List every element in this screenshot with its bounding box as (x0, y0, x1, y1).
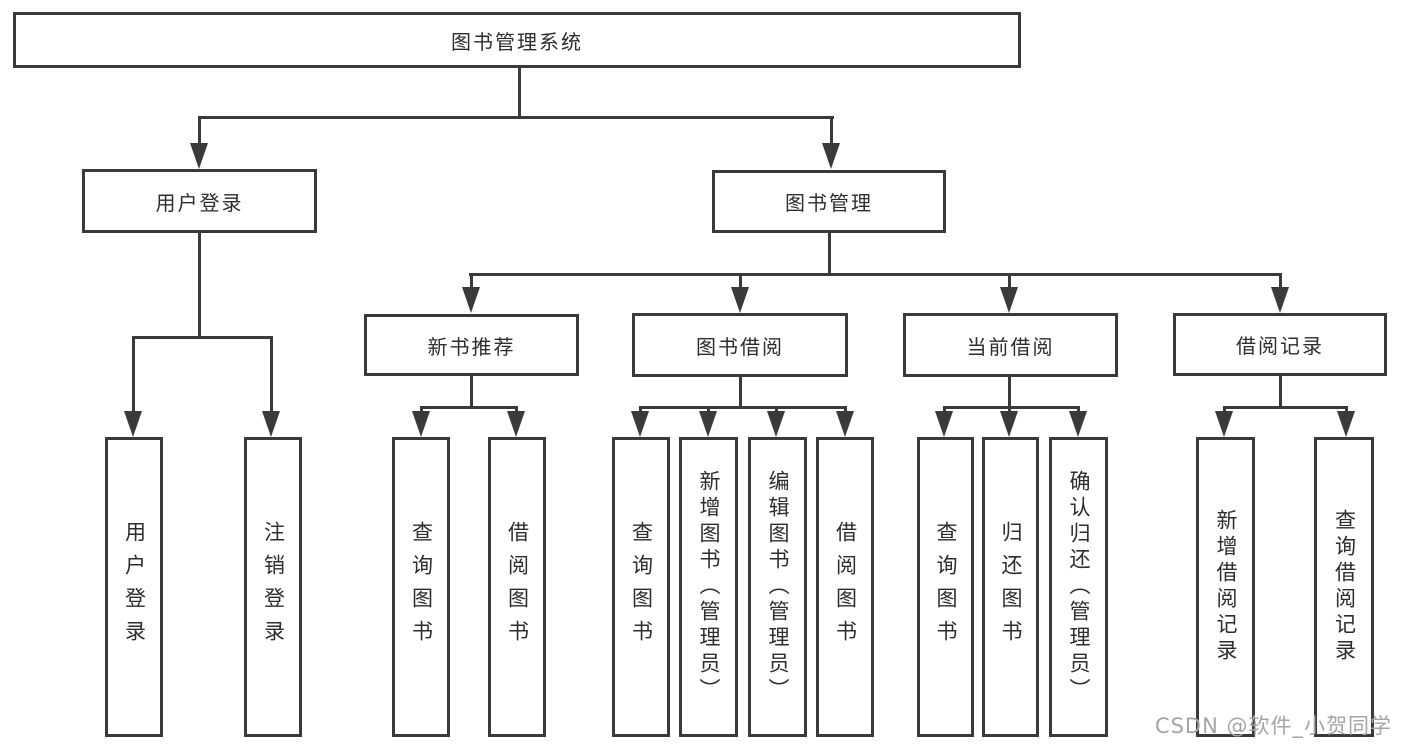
arrow-down-icon (124, 411, 142, 437)
arrow-down-icon (1215, 411, 1233, 437)
connector-line (1077, 406, 1080, 414)
leaf-borrow-books-borrowing: 借阅图书 (816, 437, 874, 737)
connector-line (470, 273, 473, 289)
leaf-add-borrow-record: 新增借阅记录 (1196, 437, 1255, 737)
arrow-down-icon (935, 411, 953, 437)
arrow-down-icon (699, 411, 717, 437)
connector-line (1279, 273, 1282, 289)
arrow-down-icon (822, 143, 840, 169)
connector-line (639, 406, 846, 409)
connector-line (707, 406, 710, 414)
node-label: 新书推荐 (427, 334, 516, 359)
connector-line (1008, 273, 1011, 289)
arrow-down-icon (767, 411, 785, 437)
leaf-label: 用户登录 (122, 521, 147, 653)
node-current-borrowing: 当前借阅 (903, 313, 1118, 377)
leaf-query-borrow-record: 查询借阅记录 (1314, 437, 1374, 737)
connector-line (469, 273, 1282, 276)
connector-line (739, 377, 742, 409)
leaf-edit-book-admin: 编辑图书（管理员） (748, 437, 807, 737)
leaf-label: 借阅图书 (505, 521, 530, 653)
node-label: 图书借阅 (696, 334, 784, 359)
leaf-label: 查询借阅记录 (1332, 509, 1357, 665)
connector-line (775, 406, 778, 414)
connector-line (639, 406, 642, 414)
connector-line (420, 406, 423, 414)
connector-line (739, 273, 742, 289)
leaf-query-books-current: 查询图书 (917, 437, 974, 737)
connector-line (844, 406, 847, 414)
leaf-label: 归还图书 (999, 521, 1024, 653)
node-library-management-system: 图书管理系统 (13, 12, 1021, 68)
node-label: 用户登录 (155, 190, 244, 215)
arrow-down-icon (631, 411, 649, 437)
node-book-borrowing: 图书借阅 (632, 313, 848, 377)
leaf-logout: 注销登录 (244, 437, 302, 737)
leaf-label: 查询图书 (934, 521, 959, 653)
arrow-down-icon (836, 411, 854, 437)
arrow-down-icon (412, 411, 430, 437)
node-label: 当前借阅 (966, 334, 1055, 359)
connector-line (1279, 376, 1282, 409)
node-label: 图书管理系统 (451, 29, 583, 54)
arrow-down-icon (462, 287, 480, 313)
arrow-down-icon (262, 411, 280, 437)
node-label: 图书管理 (785, 191, 873, 215)
connector-line (830, 116, 833, 145)
watermark-text: CSDN @软件_小贺同学 (1154, 714, 1392, 738)
arrow-down-icon (1000, 411, 1018, 437)
leaf-label: 查询图书 (629, 521, 654, 653)
leaf-query-books-borrowing: 查询图书 (612, 437, 670, 737)
leaf-add-book-admin: 新增图书（管理员） (679, 437, 738, 737)
connector-line (198, 116, 201, 145)
leaf-label: 查询图书 (409, 521, 434, 653)
node-book-management: 图书管理 (712, 170, 946, 233)
connector-line (828, 233, 831, 276)
connector-line (943, 406, 1080, 409)
node-user-login: 用户登录 (82, 169, 317, 233)
arrow-down-icon (1069, 411, 1087, 437)
node-borrowing-records: 借阅记录 (1173, 313, 1387, 376)
connector-line (518, 68, 521, 119)
connector-line (132, 336, 135, 413)
leaf-label: 编辑图书（管理员） (766, 470, 791, 704)
leaf-label: 确认归还（管理员） (1067, 470, 1092, 704)
connector-line (943, 406, 946, 414)
connector-line (1008, 406, 1011, 414)
arrow-down-icon (731, 287, 749, 313)
node-new-book-recommendation: 新书推荐 (364, 314, 579, 376)
leaf-label: 注销登录 (261, 521, 286, 653)
arrow-down-icon (190, 143, 208, 169)
leaf-borrow-books-recommend: 借阅图书 (488, 437, 546, 737)
leaf-label: 新增图书（管理员） (697, 470, 722, 704)
arrow-down-icon (1271, 287, 1289, 313)
connector-line (470, 376, 473, 409)
connector-line (420, 406, 518, 409)
connector-line (1223, 406, 1348, 409)
leaf-return-books: 归还图书 (982, 437, 1039, 737)
leaf-label: 借阅图书 (833, 521, 858, 653)
leaf-label: 新增借阅记录 (1214, 509, 1239, 665)
node-label: 借阅记录 (1236, 334, 1324, 358)
connector-line (132, 336, 273, 339)
connector-line (198, 233, 201, 339)
connector-line (270, 336, 273, 413)
arrow-down-icon (1000, 287, 1018, 313)
connector-line (198, 116, 834, 119)
connector-line (1008, 377, 1011, 409)
connector-line (1345, 406, 1348, 414)
leaf-query-books-recommend: 查询图书 (392, 437, 450, 737)
connector-line (515, 406, 518, 414)
leaf-user-login: 用户登录 (105, 437, 163, 737)
leaf-confirm-return-admin: 确认归还（管理员） (1049, 437, 1108, 737)
arrow-down-icon (507, 411, 525, 437)
connector-line (1223, 406, 1226, 414)
arrow-down-icon (1337, 411, 1355, 437)
